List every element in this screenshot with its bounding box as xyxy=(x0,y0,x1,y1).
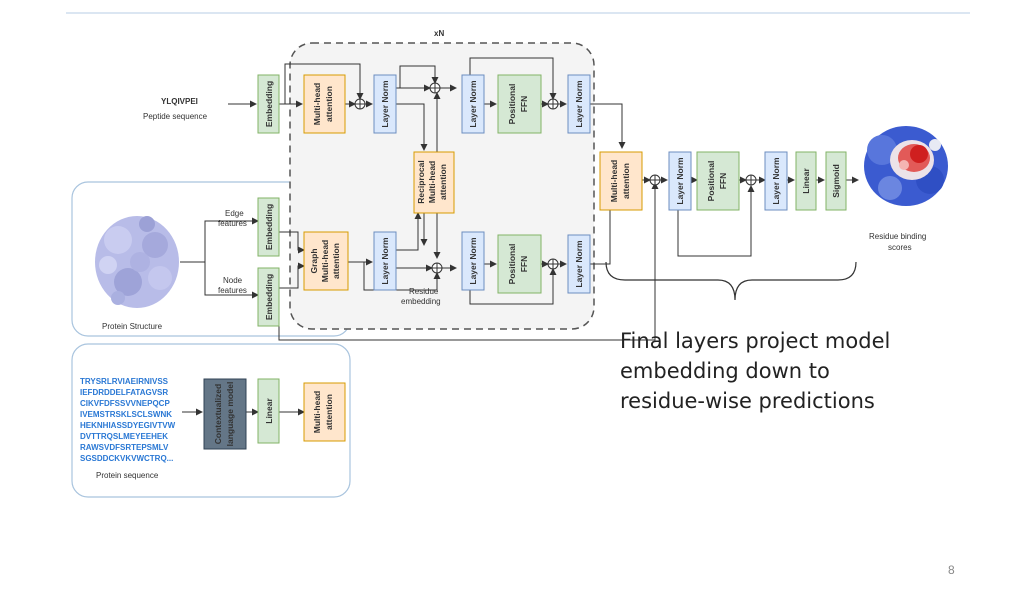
svg-text:attention: attention xyxy=(621,163,631,199)
reciprocal-multihead-attention-block: Reciprocal Multi-head attention xyxy=(413,151,455,214)
contextualized-language-model-block: Contextualized language model xyxy=(203,378,247,450)
caption-line-1: Final layers project model xyxy=(620,329,891,353)
svg-text:SGSDDCKVKVWCTRQ...: SGSDDCKVKVWCTRQ... xyxy=(80,454,173,463)
caption-line-2: embedding down to xyxy=(620,359,830,383)
svg-text:Layer Norm: Layer Norm xyxy=(771,157,781,205)
svg-text:HEKNHIASSDYEGIVTVW: HEKNHIASSDYEGIVTVW xyxy=(80,421,176,430)
peptide-sequence-caption: Peptide sequence xyxy=(143,112,208,121)
svg-text:Layer Norm: Layer Norm xyxy=(468,237,478,285)
svg-text:DVTTRQSLMEYEEHEK: DVTTRQSLMEYEEHEK xyxy=(80,432,168,441)
peptide-multihead-attention-block: Multi-head attention xyxy=(303,74,346,134)
page-number: 8 xyxy=(948,563,955,577)
svg-text:attention: attention xyxy=(331,243,341,279)
sum-nodes xyxy=(354,82,757,274)
svg-text:Linear: Linear xyxy=(264,398,274,424)
svg-text:IEFDRDDELFATAGVSR: IEFDRDDELFATAGVSR xyxy=(80,388,168,397)
positional-ffn-block-3: Positional FFN xyxy=(696,151,740,211)
svg-text:Layer Norm: Layer Norm xyxy=(574,80,584,128)
svg-text:Multi-head: Multi-head xyxy=(312,391,322,434)
svg-text:attention: attention xyxy=(324,394,334,430)
layer-norm-block-7: Layer Norm xyxy=(668,151,692,211)
svg-text:Multi-head: Multi-head xyxy=(427,161,437,204)
svg-text:Multi-head: Multi-head xyxy=(609,160,619,203)
node-features-label-2: features xyxy=(218,286,247,295)
positional-ffn-block-2: Positional FFN xyxy=(497,234,542,294)
node-embedding-block: Embedding xyxy=(257,267,280,327)
svg-text:Layer Norm: Layer Norm xyxy=(380,80,390,128)
layer-norm-block-5: Layer Norm xyxy=(461,231,485,291)
residue-embedding-label-2: embedding xyxy=(401,297,441,306)
layer-norm-block-6: Layer Norm xyxy=(567,234,591,294)
residue-embedding-label-1: Residue xyxy=(409,287,439,296)
node-features-label-1: Node xyxy=(223,276,243,285)
svg-text:Layer Norm: Layer Norm xyxy=(574,240,584,288)
edge-features-label-2: features xyxy=(218,219,247,228)
layer-norm-block-2: Layer Norm xyxy=(461,74,485,134)
graph-multihead-attention-block: Graph Multi-head attention xyxy=(303,231,349,291)
svg-text:Linear: Linear xyxy=(801,168,811,194)
peptide-embedding-block: Embedding xyxy=(257,74,280,134)
svg-text:Multi-head: Multi-head xyxy=(320,240,330,283)
svg-text:Sigmoid: Sigmoid xyxy=(831,164,841,198)
peptide-sequence-text: YLQIVPEI xyxy=(161,97,198,106)
sequence-linear-block: Linear xyxy=(257,378,280,444)
svg-text:Embedding: Embedding xyxy=(264,204,274,250)
svg-text:TRYSRLRVIAEIRNIVSS: TRYSRLRVIAEIRNIVSS xyxy=(80,377,169,386)
slide-caption: Final layers project model embedding dow… xyxy=(620,326,940,416)
svg-text:Layer Norm: Layer Norm xyxy=(468,80,478,128)
svg-text:RAWSVDFSRTEPSMLV: RAWSVDFSRTEPSMLV xyxy=(80,443,169,452)
protein-structure-image xyxy=(95,216,179,308)
svg-text:Layer Norm: Layer Norm xyxy=(675,157,685,205)
positional-ffn-block-1: Positional FFN xyxy=(497,74,542,134)
residue-binding-structure-image xyxy=(864,126,948,206)
layer-norm-block-8: Layer Norm xyxy=(764,151,788,211)
svg-text:Contextualized: Contextualized xyxy=(213,384,223,444)
final-layers-brace xyxy=(605,261,857,301)
residue-binding-label-2: scores xyxy=(888,243,912,252)
diagram-connectors xyxy=(180,57,859,416)
svg-text:IVEMSTRSKLSCLSWNK: IVEMSTRSKLSCLSWNK xyxy=(80,410,172,419)
protein-structure-caption: Protein Structure xyxy=(102,322,163,331)
svg-text:Embedding: Embedding xyxy=(264,81,274,127)
layer-norm-block-1: Layer Norm xyxy=(373,74,397,134)
slide-top-rule xyxy=(66,12,970,14)
protein-sequence-caption: Protein sequence xyxy=(96,471,159,480)
output-linear-block: Linear xyxy=(795,151,817,211)
svg-text:CIKVFDFSSVVNEPQCP: CIKVFDFSSVVNEPQCP xyxy=(80,399,170,408)
caption-line-3: residue-wise predictions xyxy=(620,389,875,413)
svg-text:Embedding: Embedding xyxy=(264,274,274,320)
svg-text:attention: attention xyxy=(438,164,448,200)
protein-sequence-panel xyxy=(71,343,351,498)
svg-text:Positional: Positional xyxy=(507,84,517,125)
protein-sequence-text: TRYSRLRVIAEIRNIVSS IEFDRDDELFATAGVSR CIK… xyxy=(80,377,176,463)
edge-embedding-block: Embedding xyxy=(257,197,280,257)
svg-text:attention: attention xyxy=(324,86,334,122)
layer-norm-block-4: Layer Norm xyxy=(373,231,397,291)
svg-text:Reciprocal: Reciprocal xyxy=(416,160,426,203)
svg-text:Layer Norm: Layer Norm xyxy=(380,237,390,285)
residue-binding-label-1: Residue binding xyxy=(869,232,926,241)
svg-text:FFN: FFN xyxy=(718,173,728,190)
svg-text:Positional: Positional xyxy=(507,244,517,285)
sigmoid-block: Sigmoid xyxy=(825,151,847,211)
layer-norm-block-3: Layer Norm xyxy=(567,74,591,134)
svg-text:FFN: FFN xyxy=(519,256,529,273)
svg-text:Graph: Graph xyxy=(309,248,319,273)
svg-text:FFN: FFN xyxy=(519,96,529,113)
svg-text:Positional: Positional xyxy=(706,161,716,202)
svg-text:language model: language model xyxy=(225,382,235,447)
sequence-multihead-attention-block: Multi-head attention xyxy=(303,382,346,442)
output-multihead-attention-block: Multi-head attention xyxy=(599,151,643,211)
svg-text:Multi-head: Multi-head xyxy=(312,83,322,126)
repeat-label: xN xyxy=(434,29,444,38)
edge-features-label-1: Edge xyxy=(225,209,244,218)
